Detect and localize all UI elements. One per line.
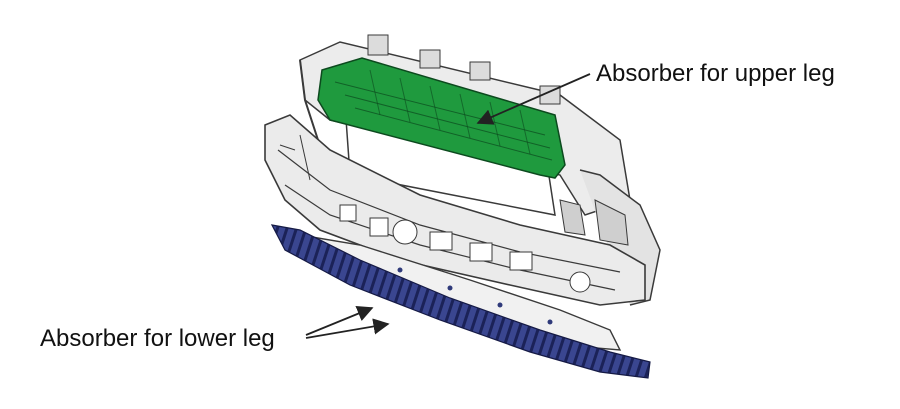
- bumper-beam: [264, 114, 646, 306]
- lower-label-leaders: [305, 306, 390, 339]
- lower-leg-absorber-label: Absorber for lower leg: [40, 325, 275, 352]
- upper-label-leader: [476, 73, 591, 125]
- upper-leg-absorber: [317, 57, 566, 179]
- lower-leg-absorber: [270, 224, 651, 379]
- upper-leg-absorber-label: Absorber for upper leg: [596, 60, 835, 87]
